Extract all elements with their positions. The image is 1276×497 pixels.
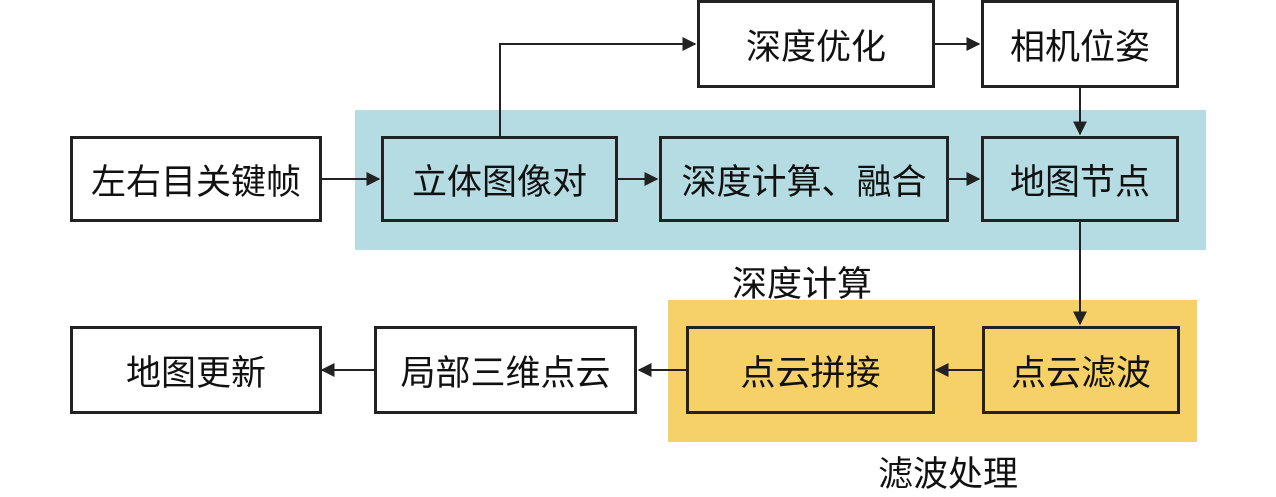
depth-optimization-label: 深度优化 [745, 27, 886, 68]
depth-calc-fusion-node: 深度计算、融合 [659, 136, 949, 222]
arrow-pair-to-optimization [499, 37, 697, 136]
depth-calc-fusion-label: 深度计算、融合 [681, 162, 927, 203]
filter-region-label: 滤波处理 [878, 455, 1019, 495]
local-3d-points-label: 局部三维点云 [400, 353, 611, 394]
map-node-node: 地图节点 [981, 136, 1179, 222]
stereo-pair-node: 立体图像对 [381, 136, 618, 222]
local-3d-points-node: 局部三维点云 [374, 326, 637, 414]
point-cloud-stitch-node: 点云拼接 [686, 326, 935, 414]
stereo-keyframes-node: 左右目关键帧 [70, 136, 322, 222]
depth-optimization-node: 深度优化 [697, 0, 935, 88]
stereo-keyframes-label: 左右目关键帧 [90, 162, 301, 203]
camera-pose-label: 相机位姿 [1009, 27, 1150, 68]
map-update-node: 地图更新 [70, 326, 322, 414]
camera-pose-node: 相机位姿 [981, 0, 1179, 88]
depth-region-label: 深度计算 [732, 265, 873, 305]
map-node-label: 地图节点 [1009, 162, 1150, 203]
point-cloud-filter-label: 点云滤波 [1010, 353, 1151, 394]
point-cloud-stitch-label: 点云拼接 [740, 353, 881, 394]
stereo-pair-label: 立体图像对 [411, 162, 587, 203]
point-cloud-filter-node: 点云滤波 [982, 326, 1180, 414]
map-update-label: 地图更新 [125, 353, 266, 394]
